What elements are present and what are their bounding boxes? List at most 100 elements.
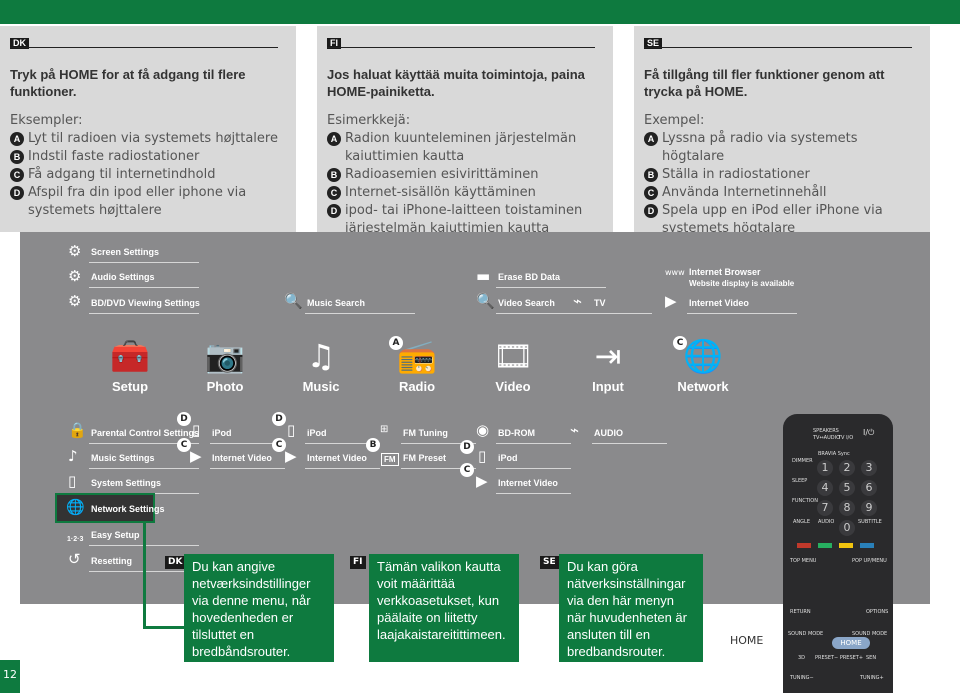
badge-c: C: [272, 438, 286, 452]
remote-popup[interactable]: POP UP/MENU: [852, 558, 887, 564]
remote-sound-mode[interactable]: SOUND MODE: [788, 631, 824, 637]
remote-sound-mode-right[interactable]: SOUND MODE: [852, 631, 888, 637]
digit-7[interactable]: 7: [817, 500, 833, 516]
badge-a: A: [389, 336, 403, 350]
menu-tv[interactable]: TV: [592, 298, 652, 314]
menu-erase-bd[interactable]: Erase BD Data: [496, 272, 606, 288]
film-icon: 🎞: [492, 337, 534, 375]
menu-fm-preset[interactable]: FM Preset: [401, 453, 476, 469]
menu-music-internet-video[interactable]: Internet Video: [305, 453, 380, 469]
menu-fm-tuning[interactable]: FM Tuning: [401, 428, 476, 444]
tv-plug-icon: ⌁: [573, 292, 583, 310]
remote-sen[interactable]: SEN: [866, 655, 877, 661]
category-setup[interactable]: 🧰Setup: [90, 338, 170, 394]
lang-tag: FI: [327, 38, 341, 49]
digit-6[interactable]: 6: [861, 480, 877, 496]
home-button[interactable]: HOME: [832, 637, 870, 649]
remote-tv-audio[interactable]: TV↔AUDIO: [813, 435, 841, 441]
red-button[interactable]: [797, 543, 811, 548]
remote-angle[interactable]: ANGLE: [793, 519, 810, 525]
category-music[interactable]: ♫Music: [281, 338, 361, 394]
menu-audio-settings[interactable]: Audio Settings: [89, 272, 199, 288]
remote-audio[interactable]: AUDIO: [818, 519, 835, 525]
menu-resetting[interactable]: Resetting: [89, 556, 199, 572]
menu-music-settings[interactable]: Music Settings: [89, 453, 199, 469]
menu-network-settings[interactable]: Network Settings: [91, 504, 165, 514]
pointer-line: [143, 523, 146, 629]
menu-video-internet-video[interactable]: Internet Video: [496, 478, 571, 494]
lang-tag: SE: [540, 556, 559, 569]
digit-1[interactable]: 1: [817, 460, 833, 476]
menu-audio[interactable]: AUDIO: [592, 428, 667, 444]
menu-system-settings[interactable]: System Settings: [89, 478, 199, 494]
easy-setup-prefix: 1·2·3: [67, 536, 84, 543]
digit-4[interactable]: 4: [817, 480, 833, 496]
remote-sleep[interactable]: SLEEP: [792, 478, 808, 484]
internet-video-icon: ▶: [190, 447, 202, 465]
green-button[interactable]: [818, 543, 832, 548]
menu-photo-internet-video[interactable]: Internet Video: [210, 453, 285, 469]
remote-top-menu[interactable]: TOP MENU: [790, 558, 817, 564]
blue-button[interactable]: [860, 543, 874, 548]
menu-bd-dvd-settings[interactable]: BD/DVD Viewing Settings: [89, 298, 200, 314]
menu-easy-setup[interactable]: Easy Setup: [89, 530, 199, 546]
category-input[interactable]: ⇥Input: [568, 338, 648, 394]
category-photo[interactable]: 📷Photo: [185, 338, 265, 394]
music-settings-icon: ♪: [68, 447, 78, 465]
remote-tv-io[interactable]: TV I/O: [838, 435, 854, 441]
remote-3d[interactable]: 3D: [798, 655, 806, 661]
menu-music-ipod[interactable]: iPod: [305, 428, 380, 444]
menu-video-ipod[interactable]: iPod: [496, 453, 571, 469]
digit-2[interactable]: 2: [839, 460, 855, 476]
menu-music-search[interactable]: Music Search: [305, 298, 415, 314]
camera-icon: 📷: [205, 337, 245, 375]
panel-se: SE Få tillgång till fler funktioner geno…: [634, 26, 930, 236]
badge-d: D: [177, 412, 191, 426]
remote-function[interactable]: FUNCTION: [792, 498, 818, 504]
remote-speakers[interactable]: SPEAKERS: [813, 428, 839, 434]
callout-dk: Du kan angive netværksindstillinger via …: [184, 554, 334, 662]
menu-photo-ipod[interactable]: iPod: [210, 428, 285, 444]
remote-tuning-minus[interactable]: TUNING−: [790, 675, 814, 681]
browser-note: Website display is available: [689, 279, 795, 288]
menu-parental[interactable]: Parental Control Settings: [89, 428, 199, 444]
selected-network-settings: [55, 493, 155, 523]
remote-subtitle[interactable]: SUBTITLE: [858, 519, 882, 525]
digit-8[interactable]: 8: [839, 500, 855, 516]
menu-video-search[interactable]: Video Search: [496, 298, 606, 314]
menu-internet-browser[interactable]: Internet Browser: [689, 267, 761, 277]
internet-video-icon: ▶: [285, 447, 297, 465]
panel-heading: Tryk på HOME for at få adgang til flere …: [10, 67, 246, 99]
remote-preset[interactable]: PRESET− PRESET+: [815, 655, 864, 661]
input-icon: ⇥: [594, 337, 622, 375]
panel-fi: FI Jos haluat käyttää muita toimintoja, …: [317, 26, 613, 236]
fm-preset-icon: FM: [381, 453, 399, 466]
category-radio[interactable]: 📻Radio: [377, 338, 457, 394]
menu-screen-settings[interactable]: Screen Settings: [89, 247, 199, 263]
remote-options[interactable]: OPTIONS: [866, 609, 889, 615]
remote-tuning-plus[interactable]: TUNING+: [860, 675, 884, 681]
category-network[interactable]: 🌐Network: [663, 338, 743, 394]
remote-return[interactable]: RETURN: [790, 609, 811, 615]
internet-video-icon: ▶: [476, 472, 488, 490]
digit-9[interactable]: 9: [861, 500, 877, 516]
remote-dimmer[interactable]: DIMMER: [792, 458, 813, 464]
digit-3[interactable]: 3: [861, 460, 877, 476]
panel-dk: DK Tryk på HOME for at få adgang til fle…: [0, 26, 296, 232]
power-icon[interactable]: I/⏻: [863, 428, 875, 437]
digit-5[interactable]: 5: [839, 480, 855, 496]
ipod-icon: ▯: [478, 447, 487, 465]
lang-tag: SE: [644, 38, 663, 49]
category-video[interactable]: 🎞Video: [473, 338, 553, 394]
yellow-button[interactable]: [839, 543, 853, 548]
system-settings-icon: ▯: [68, 472, 77, 490]
digit-0[interactable]: 0: [839, 520, 855, 536]
ipod-icon: ▯: [192, 421, 201, 439]
menu-bd-rom[interactable]: BD-ROM: [496, 428, 571, 444]
menu-internet-video[interactable]: Internet Video: [687, 298, 797, 314]
